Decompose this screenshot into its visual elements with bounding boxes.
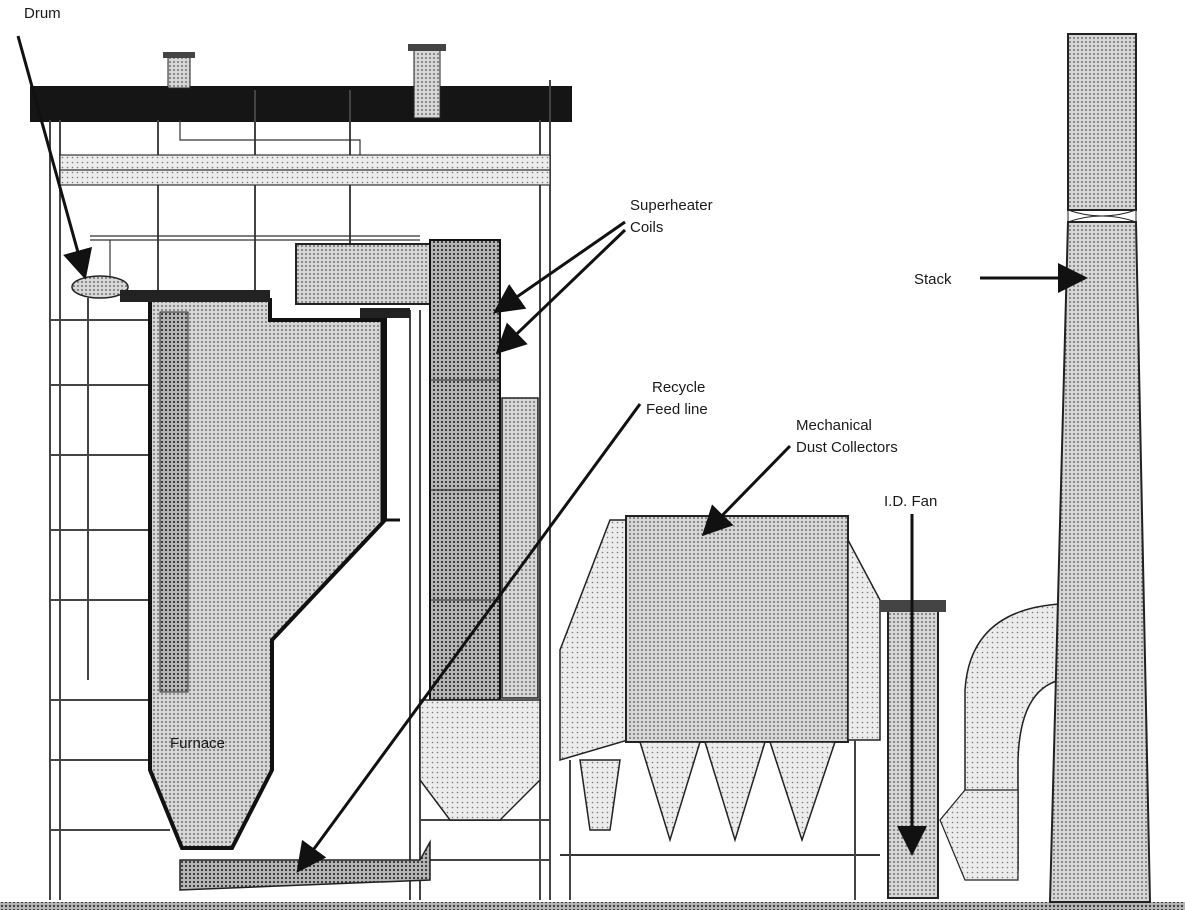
ground-line xyxy=(0,902,1185,910)
label-stack: Stack xyxy=(914,271,952,288)
label-fan: I.D. Fan xyxy=(884,493,937,510)
furnace xyxy=(148,298,387,850)
arrow-drum xyxy=(16,35,93,280)
label-dust-1: Mechanical xyxy=(796,417,872,434)
arrow-superheater-a xyxy=(493,220,626,314)
label-superheater-1: Superheater xyxy=(630,197,713,214)
arrow-superheater-b xyxy=(495,228,627,355)
arrow-recycle xyxy=(296,403,642,873)
label-recycle-2: Feed line xyxy=(646,401,708,418)
header-piping xyxy=(59,120,551,280)
stack-upper xyxy=(1067,33,1137,211)
label-dust-2: Dust Collectors xyxy=(796,439,898,456)
roof-vent-right xyxy=(413,47,441,119)
furnace-inner-panel xyxy=(159,311,189,693)
air-heater-column xyxy=(501,397,539,699)
roof-beam xyxy=(30,86,572,122)
label-drum: Drum xyxy=(24,5,61,22)
label-recycle-1: Recycle xyxy=(652,379,705,396)
label-furnace: Furnace xyxy=(170,735,225,752)
steam-drum xyxy=(71,275,129,299)
arrow-dust xyxy=(701,444,792,537)
convection-pass-top xyxy=(295,243,433,305)
superheater-section xyxy=(429,239,501,701)
stack-lower xyxy=(1048,221,1152,903)
gas-hopper xyxy=(419,699,541,821)
label-superheater-2: Coils xyxy=(630,219,663,236)
roof-vent-left xyxy=(167,55,191,89)
dust-collectors xyxy=(559,515,881,900)
